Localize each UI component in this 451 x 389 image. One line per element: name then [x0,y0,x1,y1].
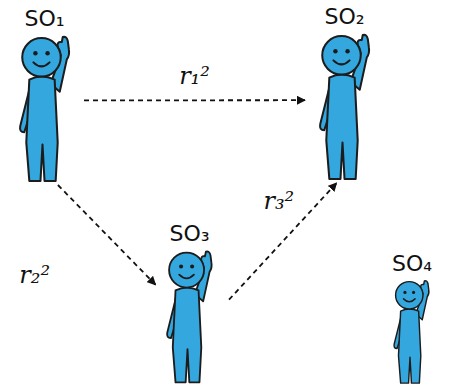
dashed-arrow [58,185,156,285]
dashed-arrow [84,99,305,101]
person-figure [305,31,380,183]
person-node: SO₂ [305,3,384,183]
person-icon [167,252,212,383]
node-label: SO₄ [375,250,449,278]
edge-label: r₂² [17,261,52,289]
person-figure [150,248,225,386]
person-node: SO₄ [375,250,449,386]
node-label: SO₃ [150,220,229,248]
person-icon [394,281,429,383]
person-figure [375,278,445,386]
dashed-arrow [229,183,337,300]
person-node: SO₁ [5,5,84,185]
person-figure [5,33,80,185]
edge-label: r₁² [177,62,212,90]
person-node: SO₃ [150,220,229,386]
node-label: SO₁ [5,5,84,33]
edge-label: r₃² [261,187,296,215]
person-icon [20,37,69,181]
node-label: SO₂ [305,3,384,31]
person-icon [320,35,369,179]
